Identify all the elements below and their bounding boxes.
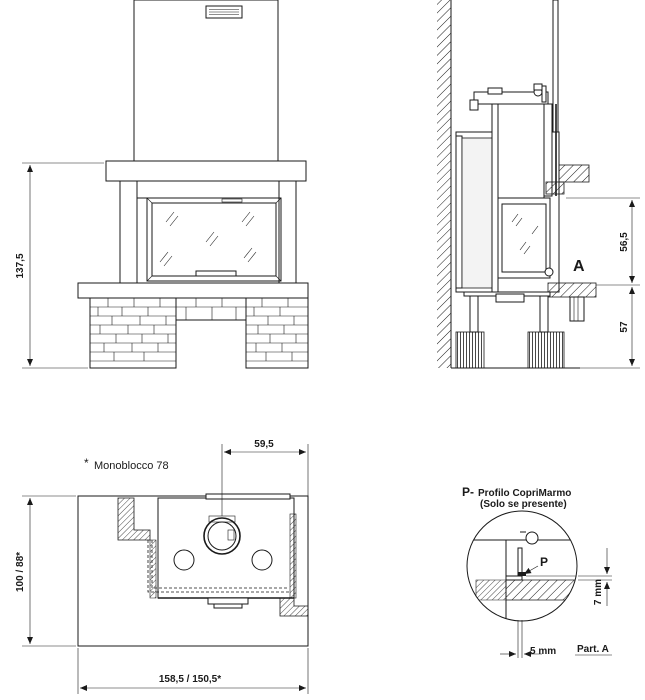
detail-marker-a: A	[573, 258, 585, 275]
detail-subtitle: (Solo se presente)	[480, 499, 567, 510]
glass-reflection-marks	[159, 211, 257, 267]
lintel	[136, 180, 280, 199]
chimney-hood	[133, 0, 279, 162]
wall-section	[437, 0, 451, 368]
detail-title-letter: P-	[462, 485, 474, 499]
side-view: A 56,5 57	[437, 0, 640, 369]
door-handle	[195, 270, 237, 277]
detail-dim-5: 5 mm	[530, 646, 556, 657]
side-mantel	[558, 164, 590, 183]
front-height-dimension: 137,5	[15, 162, 104, 369]
front-view: 137,5	[15, 0, 309, 369]
plan-flue	[203, 517, 241, 555]
side-upper-dim-label: 56,5	[619, 232, 630, 252]
mantel-shelf	[105, 160, 307, 182]
plan-top-dim-label: 59,5	[254, 439, 274, 450]
left-jamb	[119, 180, 138, 284]
plan-air-inlet-right	[251, 549, 273, 571]
plan-side-dim-label: 100 / 88*	[15, 552, 26, 592]
plan-air-inlet-left	[173, 549, 195, 571]
side-door-glass	[501, 203, 547, 273]
right-foot	[527, 331, 565, 369]
plan-bottom-dim-label: 158,5 / 150,5*	[159, 674, 221, 685]
detail-dim-7: 7 mm	[593, 579, 604, 605]
stone-base	[89, 297, 309, 369]
detail-label-p: P	[540, 555, 548, 569]
plan-dimensions: 59,5 100 / 88* 158,5 / 150,5*	[15, 439, 309, 694]
right-jamb	[278, 180, 297, 284]
hearth-slab	[77, 282, 309, 299]
detail-title: Profilo CopriMarmo	[478, 488, 571, 499]
plan-firebox	[157, 497, 295, 599]
vent-grille	[205, 5, 243, 19]
side-hearth	[547, 282, 597, 298]
side-lower-dim-label: 57	[619, 321, 630, 333]
detail-part-label: Part. A	[577, 644, 609, 655]
detail-a: P- Profilo CopriMarmo (Solo se presente)…	[462, 485, 612, 658]
note-monoblocco: Monoblocco 78	[94, 460, 169, 472]
fire-door-frame	[146, 197, 282, 282]
left-foot	[455, 331, 485, 369]
note-star: *	[84, 456, 89, 470]
fire-door-glass	[151, 202, 277, 277]
front-height-label: 137,5	[15, 253, 26, 278]
plan-view: * Monoblocco 78 59,	[15, 439, 309, 694]
plan-outline	[77, 495, 309, 647]
side-dimensions: 56,5 57	[566, 197, 640, 369]
